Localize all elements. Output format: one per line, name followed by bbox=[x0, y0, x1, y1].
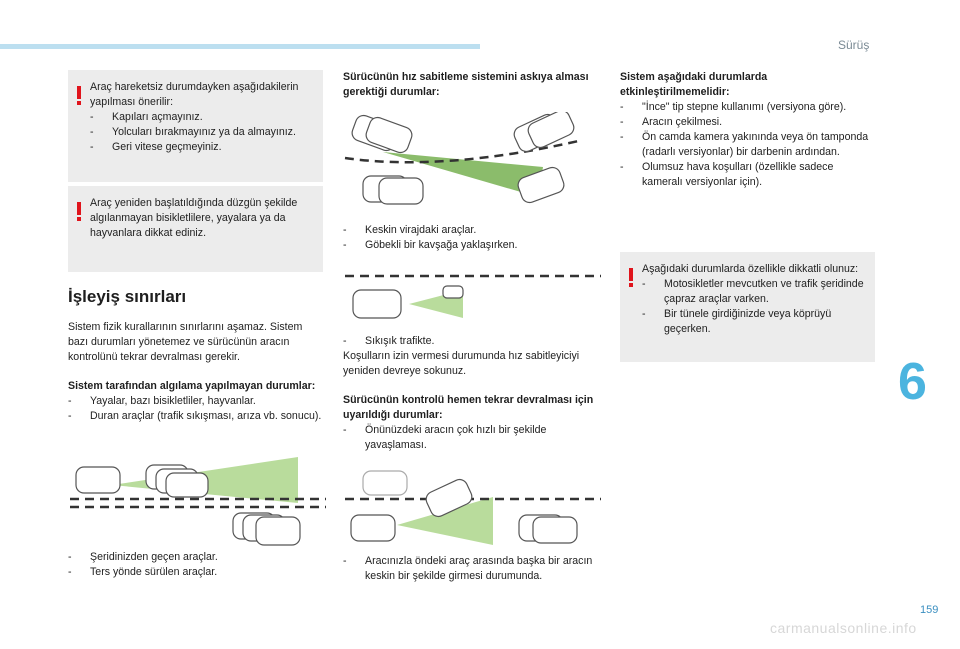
list-item: Motosikletler mevcutken ve trafik şeridi… bbox=[642, 277, 865, 307]
list-item: Geri vitese geçmeyiniz. bbox=[90, 140, 313, 155]
detect-list: Yayalar, bazı bisikletliler, hayvanlar. … bbox=[68, 394, 323, 424]
warning-text: Araç yeniden başlatıldığında düzgün şeki… bbox=[90, 197, 298, 239]
watermark: carmanualsonline.info bbox=[770, 620, 917, 636]
column-1: İşleyiş sınırları Sistem fizik kuralları… bbox=[68, 286, 323, 424]
list-item: Yayalar, bazı bisikletliler, hayvanlar. bbox=[68, 394, 323, 409]
detect-title: Sistem tarafından algılama yapılmayan du… bbox=[68, 380, 316, 392]
warning-box-stationary: Araç hareketsiz durumdayken aşağıdakiler… bbox=[68, 70, 323, 182]
illustration-passing-vehicles bbox=[70, 457, 326, 546]
list-item: Ters yönde sürülen araçlar. bbox=[68, 565, 323, 580]
list-item: Kapıları açmayınız. bbox=[90, 110, 313, 125]
section-title: İşleyiş sınırları bbox=[68, 287, 187, 306]
warning-icon bbox=[77, 86, 81, 105]
list-item: Duran araçlar (trafik sıkışması, arıza v… bbox=[68, 409, 323, 424]
list-item: Olumsuz hava koşulları (özellikle sadece… bbox=[620, 160, 875, 190]
page-number: 159 bbox=[920, 604, 939, 616]
chapter-title: Sürüş bbox=[838, 38, 870, 52]
takeover-title: Sürücünün kontrolü hemen tekrar devralma… bbox=[343, 394, 594, 421]
illustration-curve bbox=[344, 112, 584, 205]
header-bar bbox=[0, 44, 480, 49]
list-item: Şeridinizden geçen araçlar. bbox=[68, 550, 323, 565]
suspend-title-block: Sürücünün hız sabitleme sistemini askıya… bbox=[343, 70, 603, 100]
warning-intro: Araç hareketsiz durumdayken aşağıdakiler… bbox=[90, 81, 299, 108]
warning-list: Motosikletler mevcutken ve trafik şeridi… bbox=[642, 277, 865, 337]
list-item: Bir tünele girdiğinizde veya köprüyü geç… bbox=[642, 307, 865, 337]
warning-box-restart: Araç yeniden başlatıldığında düzgün şeki… bbox=[68, 186, 323, 272]
warning-list: Kapıları açmayınız. Yolcuları bırakmayın… bbox=[90, 110, 313, 155]
disable-title: Sistem aşağıdaki durumlarda etkinleştiri… bbox=[620, 71, 768, 98]
suspend-title: Sürücünün hız sabitleme sistemini askıya… bbox=[343, 71, 589, 98]
list-item: Aracın çekilmesi. bbox=[620, 115, 875, 130]
traffic-note: Koşulların izin vermesi durumunda hız sa… bbox=[343, 350, 580, 377]
list-item: Göbekli bir kavşağa yaklaşırken. bbox=[343, 238, 603, 253]
list-item: Aracınızla öndeki araç arasında başka bi… bbox=[343, 554, 603, 584]
list-item: Ön camda kamera yakınında veya ön tampon… bbox=[620, 130, 875, 160]
section-intro: Sistem fizik kurallarının sınırlarını aş… bbox=[68, 321, 303, 363]
warning-intro: Aşağıdaki durumlarda özellikle dikkatli … bbox=[642, 263, 859, 275]
warning-box-caution: Aşağıdaki durumlarda özellikle dikkatli … bbox=[620, 252, 875, 362]
bottom-list-2: Aracınızla öndeki araç arasında başka bi… bbox=[343, 554, 603, 584]
curve-list: Keskin virajdaki araçlar. Göbekli bir ka… bbox=[343, 223, 603, 253]
illustration-traffic bbox=[345, 274, 601, 319]
illustration-cut-in bbox=[345, 470, 601, 545]
list-item: "İnce" tip stepne kullanımı (versiyona g… bbox=[620, 100, 875, 115]
list-item: Keskin virajdaki araçlar. bbox=[343, 223, 603, 238]
chapter-number: 6 bbox=[898, 353, 927, 411]
list-item: Önünüzdeki aracın çok hızlı bir şekilde … bbox=[343, 423, 603, 453]
list-item: Yolcuları bırakmayınız ya da almayınız. bbox=[90, 125, 313, 140]
list-item: Sıkışık trafikte. bbox=[343, 334, 603, 349]
traffic-block: Sıkışık trafikte. Koşulların izin vermes… bbox=[343, 334, 603, 453]
warning-icon bbox=[77, 202, 81, 221]
bottom-list-1: Şeridinizden geçen araçlar. Ters yönde s… bbox=[68, 550, 323, 580]
warning-icon bbox=[629, 268, 633, 287]
disable-list: "İnce" tip stepne kullanımı (versiyona g… bbox=[620, 100, 875, 190]
column-3: Sistem aşağıdaki durumlarda etkinleştiri… bbox=[620, 70, 875, 190]
